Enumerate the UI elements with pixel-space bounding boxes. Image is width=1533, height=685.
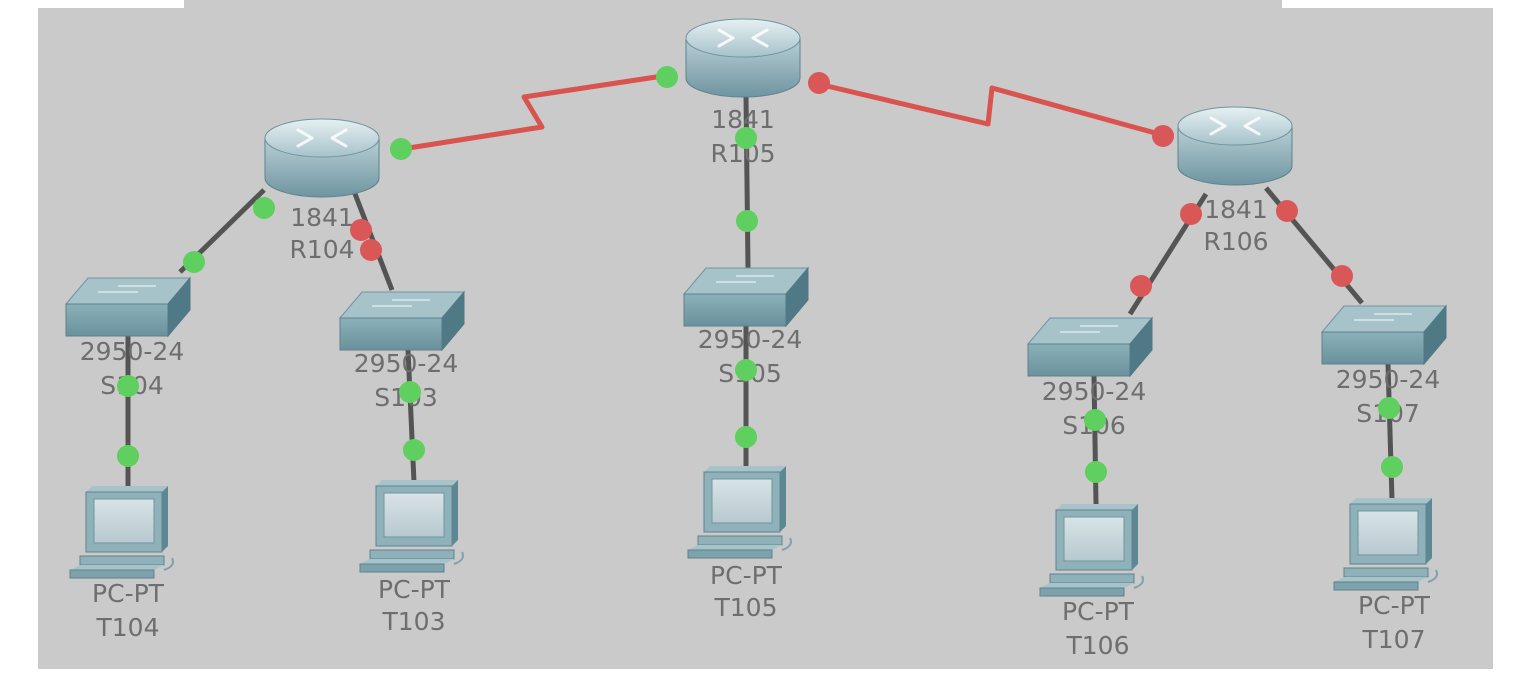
switch-icon — [339, 291, 465, 351]
pc-model-label: PC-PT — [710, 561, 783, 590]
port-status-down — [350, 219, 372, 241]
pc-name-label: T104 — [96, 613, 160, 642]
port-status-down — [1152, 125, 1174, 147]
router-model-label: 1841 — [1204, 195, 1268, 224]
port-status-down — [1180, 203, 1202, 225]
port-status-down — [1130, 275, 1152, 297]
router-r106[interactable] — [1176, 105, 1294, 187]
pc-model-label: PC-PT — [92, 579, 165, 608]
switch-model-label: 2950-24 — [698, 325, 802, 354]
port-status-down — [360, 239, 382, 261]
pc-name-label: T103 — [382, 607, 446, 636]
switch-icon — [1321, 305, 1447, 365]
switch-model-label: 2950-24 — [1042, 377, 1146, 406]
pc-model-label: PC-PT — [1062, 597, 1135, 626]
port-status-up — [403, 439, 425, 461]
port-status-up — [656, 66, 678, 88]
serial-link-r104-r105[interactable] — [395, 71, 677, 153]
serial-link-r105-r106[interactable] — [809, 79, 1167, 139]
port-status-up — [1381, 456, 1403, 478]
router-icon — [684, 17, 802, 99]
canvas-top-gap — [184, 0, 1282, 8]
switch-s107[interactable] — [1321, 305, 1447, 365]
port-status-up — [117, 445, 139, 467]
router-model-label: 1841 — [290, 203, 354, 232]
router-icon — [263, 117, 381, 199]
port-status-up — [1084, 409, 1106, 431]
port-status-up — [390, 138, 412, 160]
port-status-up — [736, 210, 758, 232]
router-name-label: R104 — [289, 235, 354, 264]
port-status-down — [808, 72, 830, 94]
port-status-up — [117, 375, 139, 397]
pc-model-label: PC-PT — [378, 575, 451, 604]
switch-icon — [1027, 317, 1153, 377]
switch-s104[interactable] — [65, 277, 191, 337]
pc-name-label: T106 — [1066, 631, 1130, 660]
switch-s105[interactable] — [683, 267, 809, 327]
pc-name-label: T105 — [714, 593, 778, 622]
port-status-up — [253, 197, 275, 219]
port-status-layer — [117, 66, 1403, 483]
link-r104-s103[interactable] — [349, 185, 395, 291]
port-status-up — [1085, 461, 1107, 483]
switch-model-label: 2950-24 — [354, 349, 458, 378]
port-status-up — [399, 381, 421, 403]
pc-model-label: PC-PT — [1358, 591, 1431, 620]
link-r105-s105[interactable] — [743, 95, 751, 269]
switch-icon — [65, 277, 191, 337]
router-name-label: R106 — [1203, 227, 1268, 256]
pc-name-label: T107 — [1362, 625, 1426, 654]
switch-s106[interactable] — [1027, 317, 1153, 377]
port-status-down — [1276, 200, 1298, 222]
port-status-up — [735, 359, 757, 381]
port-status-up — [1378, 397, 1400, 419]
switch-model-label: 2950-24 — [1336, 365, 1440, 394]
switch-s103[interactable] — [339, 291, 465, 351]
router-r105[interactable] — [684, 17, 802, 99]
router-icon — [1176, 105, 1294, 187]
port-status-up — [735, 426, 757, 448]
switch-model-label: 2950-24 — [80, 337, 184, 366]
port-status-up — [183, 251, 205, 273]
switch-icon — [683, 267, 809, 327]
port-status-up — [735, 127, 757, 149]
router-r104[interactable] — [263, 117, 381, 199]
port-status-down — [1331, 265, 1353, 287]
